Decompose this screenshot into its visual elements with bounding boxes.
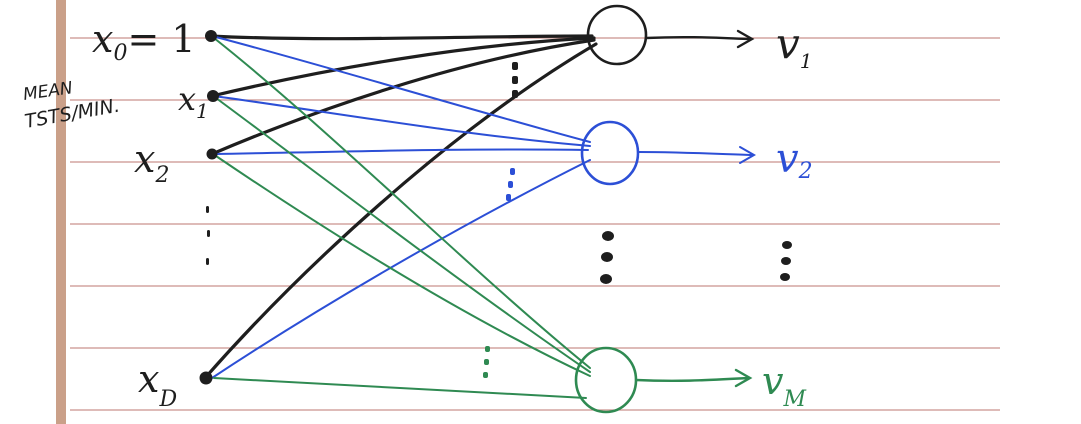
label-v1: v1 xyxy=(776,19,812,73)
neuron-v1 xyxy=(586,4,648,66)
edge-xD-vM xyxy=(213,377,587,399)
arrow-right-icon xyxy=(644,29,755,49)
edge-x1-vM xyxy=(215,97,591,373)
label-x0: x0= 1 xyxy=(92,17,196,66)
edges-to-vM xyxy=(213,37,591,399)
label-v2: v2 xyxy=(776,136,813,184)
ellipsis-vertical-icon xyxy=(600,231,614,284)
input-node-x0 xyxy=(205,30,217,42)
edge-x2-v2 xyxy=(213,148,589,155)
edges-to-v2 xyxy=(211,35,591,379)
label-x1: x1 xyxy=(178,80,209,123)
ellipsis-vertical-icon xyxy=(512,62,518,98)
ellipsis-vertical-icon xyxy=(780,241,792,281)
ellipsis-vertical-icon xyxy=(206,206,210,265)
edge-xD-v2 xyxy=(211,159,591,379)
edge-x2-vM xyxy=(215,155,591,377)
edge-x1-v2 xyxy=(213,95,591,147)
input-node-x2 xyxy=(206,148,218,160)
ellipsis-vertical-icon xyxy=(506,168,515,201)
edge-x1-v1 xyxy=(210,36,596,98)
ellipsis-vertical-icon xyxy=(483,346,490,378)
label-x2: x2 xyxy=(134,137,169,188)
edge-x0-vM xyxy=(213,37,591,369)
label-vM: vM xyxy=(762,359,806,412)
edge-x0-v2 xyxy=(211,35,591,143)
arrow-right-icon xyxy=(637,146,757,164)
margin-line xyxy=(56,0,66,424)
edge-x0-v1 xyxy=(208,34,594,41)
input-node-x1 xyxy=(207,90,219,102)
label-xD: xD xyxy=(138,357,177,412)
arrow-right-icon xyxy=(634,368,753,388)
input-node-xD xyxy=(199,371,213,385)
edge-xD-v1 xyxy=(203,42,598,380)
input-nodes xyxy=(199,30,219,385)
